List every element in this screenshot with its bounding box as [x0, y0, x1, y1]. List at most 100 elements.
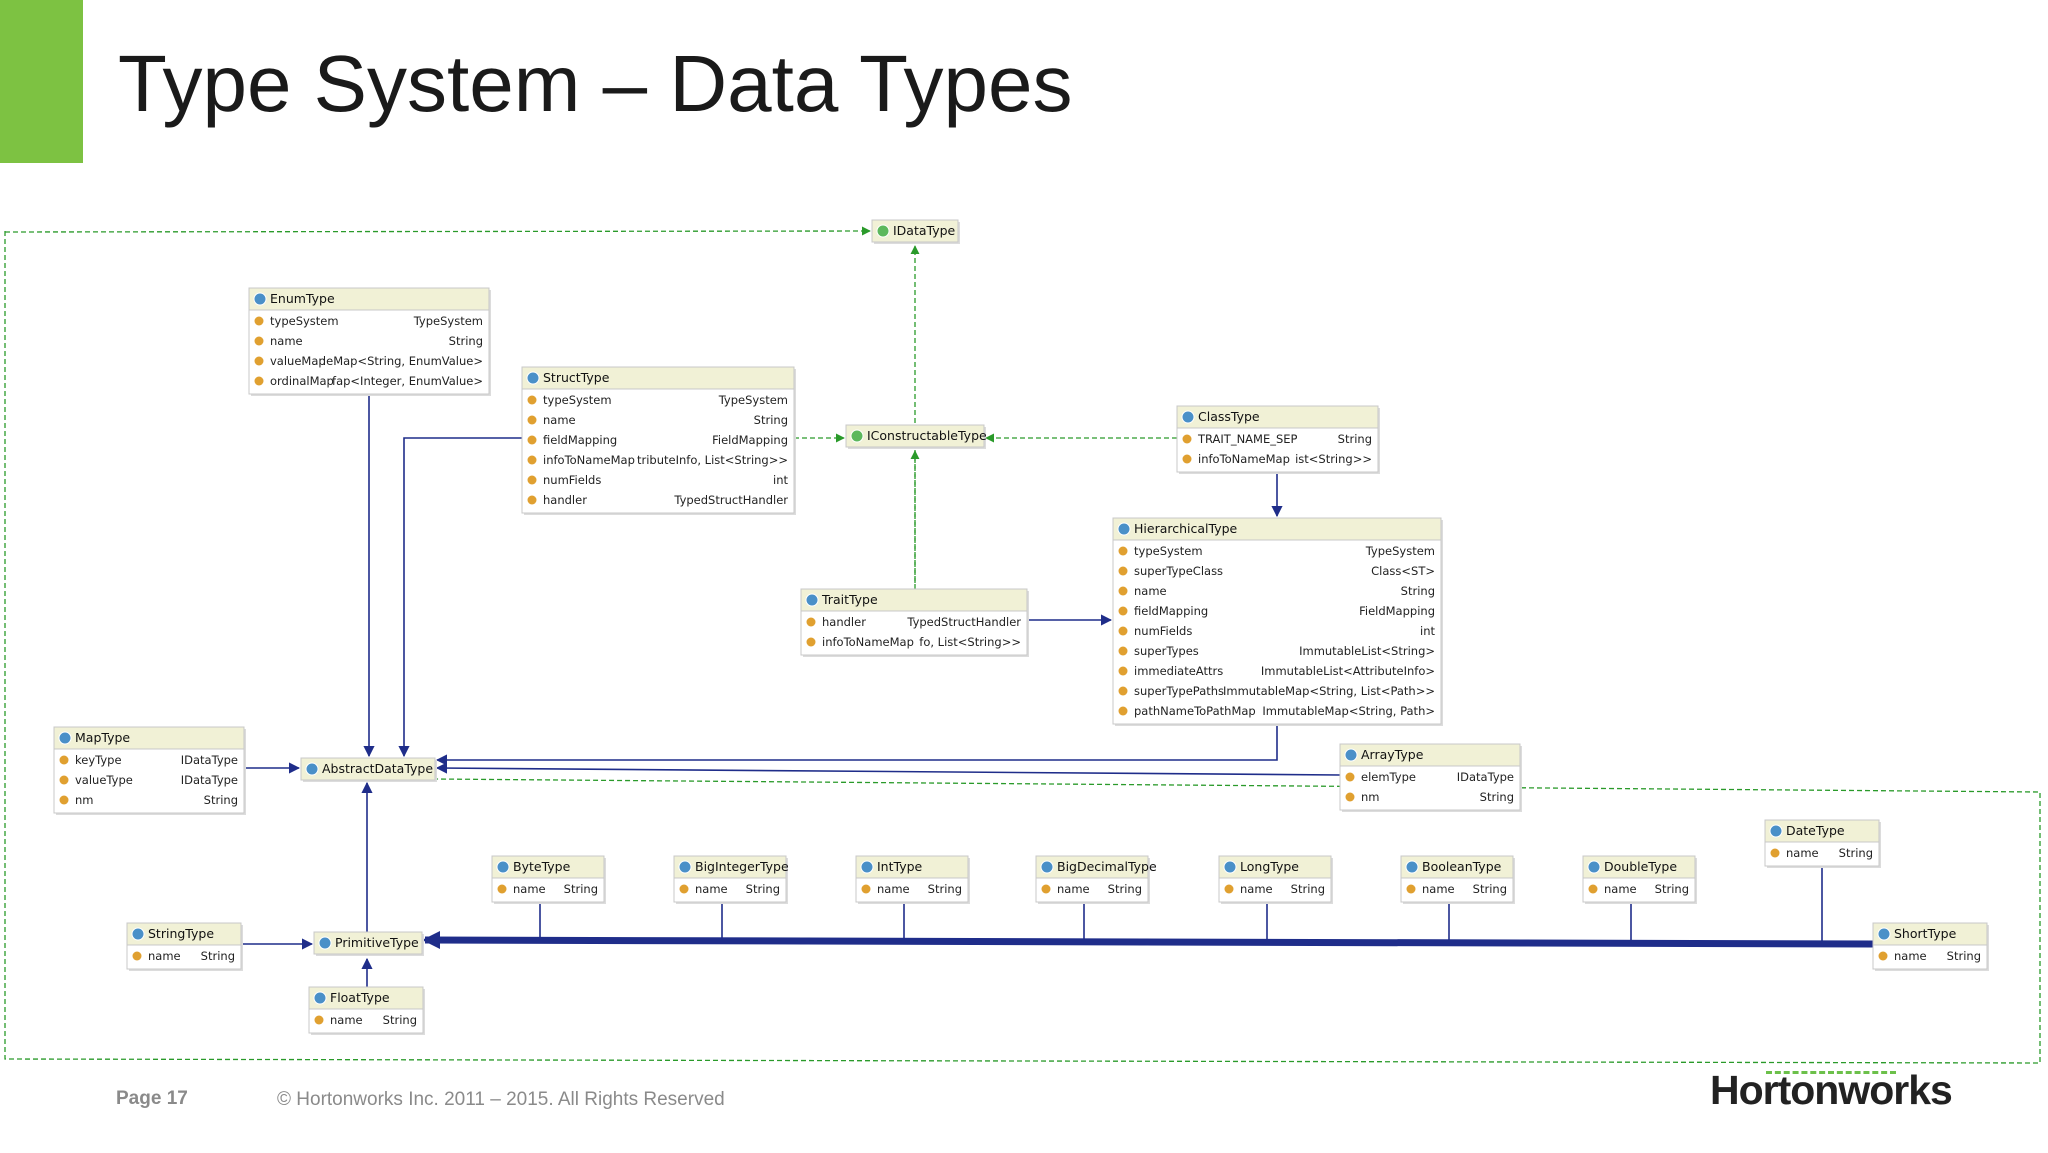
field-type: TypedStructHandler	[906, 615, 1021, 629]
field-type: String	[1291, 882, 1325, 896]
class-box-abstract-data-type[interactable]: AbstractDataType	[300, 757, 437, 782]
class-box-trait-type[interactable]: TraitType handler TypedStructHandler infoTo…	[800, 588, 1029, 657]
class-name: FloatType	[330, 990, 390, 1005]
field-name: name	[1786, 846, 1819, 860]
field-type: String	[201, 949, 235, 963]
field-name: fieldMapping	[543, 433, 617, 447]
class-icon	[1405, 860, 1419, 874]
class-box-idata-type[interactable]: IDataType	[871, 219, 960, 244]
field-name: name	[1422, 882, 1455, 896]
box-header	[313, 931, 423, 955]
class-name: StringType	[148, 926, 214, 941]
field-icon	[1878, 951, 1888, 961]
class-icon	[526, 371, 540, 385]
field-type: fo, List<String>>	[919, 635, 1021, 649]
class-box-iconstructable-type[interactable]: IConstructableType	[845, 424, 987, 449]
field-icon	[1118, 606, 1128, 616]
class-name: StructType	[543, 370, 610, 385]
box-header	[1400, 855, 1514, 879]
field-type: int	[1420, 624, 1435, 638]
field-icon	[679, 884, 689, 894]
box-header	[1176, 405, 1379, 429]
class-name: IDataType	[893, 223, 956, 238]
field-type: TypeSystem	[718, 393, 788, 407]
class-icon	[1587, 860, 1601, 874]
box-header	[871, 219, 959, 243]
field-icon	[1118, 566, 1128, 576]
field-icon	[527, 475, 537, 485]
field-type: String	[1839, 846, 1873, 860]
field-name: superTypes	[1134, 644, 1199, 658]
class-icon	[131, 927, 145, 941]
field-icon	[314, 1015, 324, 1025]
class-name: MapType	[75, 730, 130, 745]
field-type: String	[1473, 882, 1507, 896]
class-name: BigDecimalType	[1057, 859, 1157, 874]
field-type: FieldMapping	[712, 433, 788, 447]
field-name: infoToNameMap	[822, 635, 914, 649]
field-name: name	[695, 882, 728, 896]
field-name: infoToNameMap	[543, 453, 635, 467]
class-box-long-type[interactable]: LongType name String	[1218, 855, 1333, 904]
field-icon	[1182, 434, 1192, 444]
field-type: TypeSystem	[413, 314, 483, 328]
field-name: name	[1240, 882, 1273, 896]
class-box-primitive-type[interactable]: PrimitiveType	[313, 931, 424, 956]
field-type: ImmutableList<String>	[1299, 644, 1435, 658]
field-name: immediateAttrs	[1134, 664, 1223, 678]
field-icon	[1118, 686, 1128, 696]
field-icon	[59, 775, 69, 785]
field-type: FieldMapping	[1359, 604, 1435, 618]
interface-icon	[876, 224, 890, 238]
field-type: ImmutableMap<String, Path>	[1262, 704, 1435, 718]
field-type: String	[449, 334, 483, 348]
edge-primitive-subtypes-bus	[424, 936, 1874, 948]
field-name: name	[270, 334, 303, 348]
field-icon	[254, 376, 264, 386]
class-name: TraitType	[821, 592, 878, 607]
field-name: name	[1894, 949, 1927, 963]
field-type: fap<Integer, EnumValue>	[332, 374, 483, 388]
field-name: TRAIT_NAME_SEP	[1197, 432, 1298, 446]
class-name: ArrayType	[1361, 747, 1424, 762]
field-name: name	[1604, 882, 1637, 896]
field-type: IDataType	[1457, 770, 1514, 784]
field-type: String	[383, 1013, 417, 1027]
field-type: TypeSystem	[1365, 544, 1435, 558]
class-name: LongType	[1240, 859, 1299, 874]
class-name: DoubleType	[1604, 859, 1677, 874]
field-icon	[527, 395, 537, 405]
box-header	[1764, 819, 1880, 843]
class-name: BigIntegerType	[695, 859, 789, 874]
class-name: HierarchicalType	[1134, 521, 1238, 536]
box-body	[521, 366, 795, 514]
field-name: name	[543, 413, 576, 427]
class-name: ClassType	[1198, 409, 1260, 424]
field-name: nm	[75, 793, 94, 807]
field-icon	[1345, 772, 1355, 782]
class-name: IntType	[877, 859, 923, 874]
field-icon	[527, 435, 537, 445]
box-header	[855, 855, 969, 879]
class-icon	[496, 860, 510, 874]
field-icon	[1041, 884, 1051, 894]
field-name: handler	[822, 615, 866, 629]
field-icon	[59, 795, 69, 805]
